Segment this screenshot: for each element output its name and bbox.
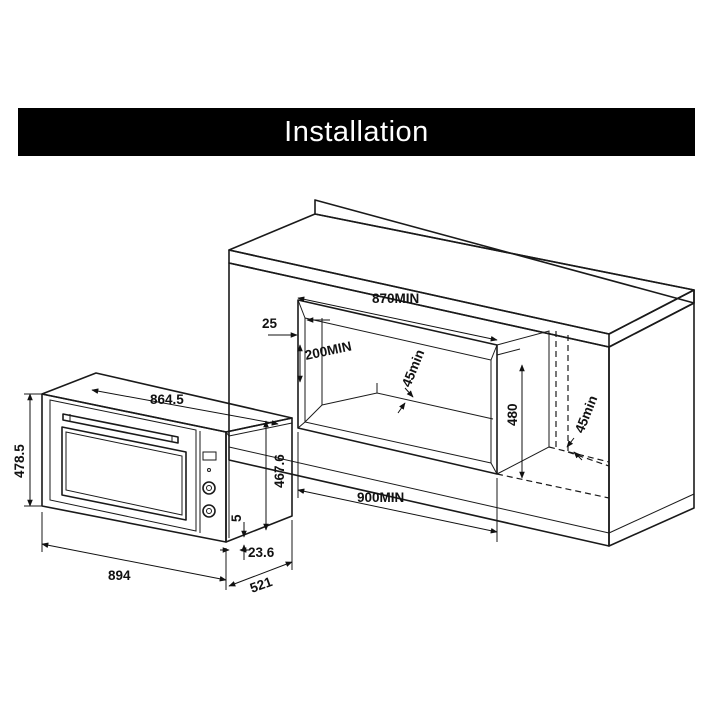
oven-knob-lower (202, 504, 216, 518)
rear-vent-label: 45min (399, 347, 428, 389)
cabinet-width-label: 900MIN (357, 490, 404, 505)
side-gap-label: 200MIN (304, 338, 353, 363)
oven-body-height-label: 467.6 (272, 454, 287, 488)
niche-height-label: 480 (505, 403, 520, 426)
kitchen-cabinet (228, 199, 695, 547)
side-vent-label: 45min (572, 393, 601, 435)
page-title: Installation (284, 115, 429, 148)
oven-overall-depth-label: 521 (248, 574, 275, 596)
cabinet-dimensions: 870MIN 25 200MIN 45min 480 45min 900MIN (262, 291, 600, 542)
oven-panel-thickness-label: 23.6 (248, 545, 275, 560)
oven-overall-height-label: 478.5 (12, 444, 27, 478)
title-banner: Installation (18, 108, 695, 156)
oven-knob-upper (202, 481, 216, 495)
oven-bottom-step-label: 5 (229, 514, 244, 522)
cabinet-side (608, 302, 695, 547)
oven-overall-width-label: 894 (108, 568, 131, 583)
oven-dimensions: 864.5 478.5 467.6 5 23.6 894 521 (12, 388, 293, 596)
top-gap-label: 25 (262, 316, 278, 331)
oven-handle (62, 413, 179, 444)
niche-width-label: 870MIN (372, 291, 419, 306)
countertop-backsplash (314, 199, 695, 304)
niche-opening (297, 299, 498, 475)
oven-window (61, 426, 187, 521)
oven-display (202, 451, 217, 461)
oven-depth-top-label: 864.5 (150, 392, 184, 407)
